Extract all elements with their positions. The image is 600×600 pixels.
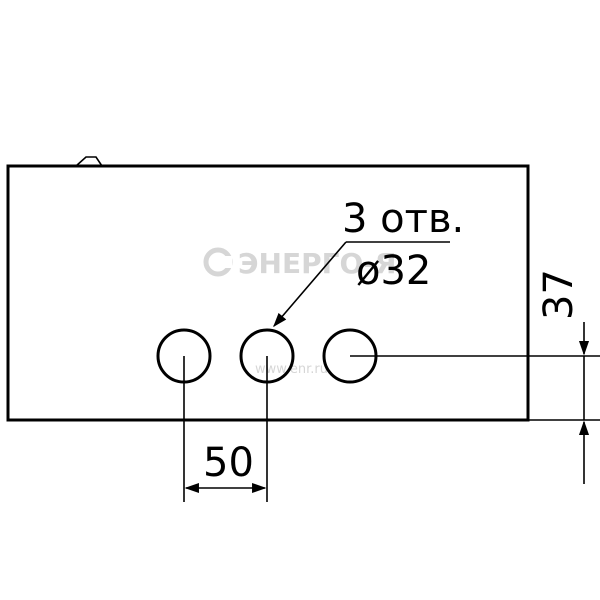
top-tab xyxy=(75,156,103,167)
watermark-logo-icon xyxy=(203,247,233,277)
spacing-dimension-value: 50 xyxy=(203,440,254,486)
offset-dimension-value: 37 xyxy=(536,269,582,320)
callout-count-text: 3 отв. xyxy=(342,196,464,242)
spacing-dimension: 50 xyxy=(183,356,268,502)
callout-leader xyxy=(273,241,347,328)
callout-diameter-text: ø32 xyxy=(356,248,431,294)
plate-outline xyxy=(6,164,530,422)
watermark-url-text: www.enr.ru xyxy=(255,362,328,377)
offset-dimension: 37 xyxy=(350,269,600,484)
watermark: ЭНЕРГО-Я www.enr.ru xyxy=(203,247,396,377)
